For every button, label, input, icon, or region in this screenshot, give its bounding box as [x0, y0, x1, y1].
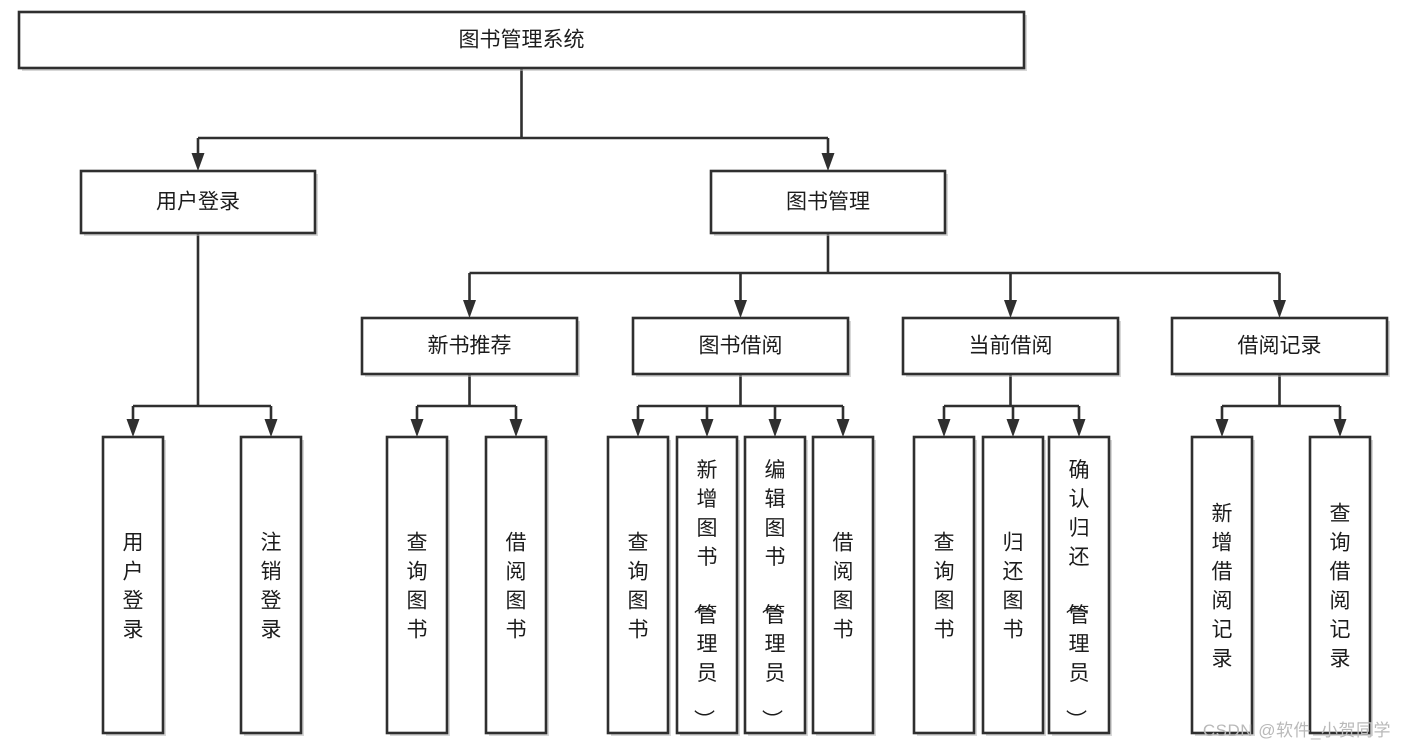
arrow-head-icon [768, 419, 782, 437]
node-leaf-return-book[interactable]: 归还图书 [981, 435, 1046, 736]
node-label: 查询图书 [934, 532, 955, 642]
node-user-login[interactable]: 用户登录 [79, 169, 318, 236]
node-label: 新书推荐 [428, 335, 512, 358]
node-box[interactable] [360, 316, 579, 376]
node-leaf-borrow-book-b[interactable]: 借阅图书 [811, 435, 876, 736]
node-leaf-borrow-book-rec[interactable]: 借阅图书 [484, 435, 549, 736]
node-box[interactable] [981, 435, 1045, 735]
node-leaf-query-book-c[interactable]: 查询图书 [912, 435, 977, 736]
node-book-borrow[interactable]: 图书借阅 [631, 316, 851, 377]
connector-group [1215, 374, 1347, 437]
arrow-head-icon [937, 419, 951, 437]
connector-group [631, 374, 850, 437]
node-new-book-rec[interactable]: 新书推荐 [360, 316, 580, 377]
arrow-head-icon [836, 419, 850, 437]
connector-group [126, 233, 278, 437]
node-leaf-add-book[interactable]: 新增图书（管理员） [675, 435, 740, 736]
connector-group [937, 374, 1086, 437]
arrow-head-icon [821, 153, 835, 171]
node-box[interactable] [631, 316, 850, 376]
node-box[interactable] [101, 435, 165, 735]
node-borrow-record[interactable]: 借阅记录 [1170, 316, 1390, 377]
node-label: 当前借阅 [969, 335, 1053, 358]
node-label: 新增借阅记录 [1212, 503, 1233, 671]
node-leaf-logout[interactable]: 注销登录 [239, 435, 304, 736]
node-label: 确认归还（管理员） [1064, 459, 1090, 730]
arrow-head-icon [509, 419, 523, 437]
node-label: 图书管理 [786, 191, 870, 214]
arrow-head-icon [700, 419, 714, 437]
node-box[interactable] [1308, 435, 1372, 735]
node-box[interactable] [901, 316, 1120, 376]
node-box[interactable] [17, 10, 1026, 70]
node-label: 注销登录 [261, 532, 282, 642]
node-box[interactable] [484, 435, 548, 735]
node-leaf-query-record[interactable]: 查询借阅记录 [1308, 435, 1373, 736]
arrow-head-icon [734, 300, 747, 318]
connector-group [463, 233, 1286, 318]
node-layer: 图书管理系统用户登录图书管理新书推荐图书借阅当前借阅借阅记录用户登录注销登录查询… [17, 10, 1390, 736]
node-label: 借阅图书 [833, 532, 854, 642]
node-label: 用户登录 [156, 191, 240, 214]
arrow-head-icon [1006, 419, 1020, 437]
arrow-head-icon [1273, 300, 1286, 318]
node-box[interactable] [675, 435, 739, 735]
node-box[interactable] [1190, 435, 1254, 735]
watermark-text: CSDN @软件_小贺同学 [1202, 721, 1391, 740]
node-label: 借阅图书 [506, 532, 527, 642]
node-leaf-confirm-return[interactable]: 确认归还（管理员） [1047, 435, 1112, 736]
node-box[interactable] [709, 169, 947, 235]
node-book-manage[interactable]: 图书管理 [709, 169, 948, 236]
node-label: 用户登录 [123, 532, 144, 642]
connector-group [191, 68, 835, 171]
node-box[interactable] [239, 435, 303, 735]
node-label: 查询借阅记录 [1330, 503, 1351, 671]
node-leaf-query-book-rec[interactable]: 查询图书 [385, 435, 450, 736]
arrow-head-icon [264, 419, 278, 437]
node-box[interactable] [912, 435, 976, 735]
node-label: 编辑图书（管理员） [760, 459, 786, 730]
node-box[interactable] [385, 435, 449, 735]
node-box[interactable] [79, 169, 317, 235]
node-label: 图书管理系统 [459, 29, 585, 52]
node-label: 借阅记录 [1238, 335, 1322, 358]
arrow-head-icon [463, 300, 476, 318]
arrow-head-icon [191, 153, 205, 171]
connector-layer [126, 68, 1347, 437]
connector-group [410, 374, 523, 437]
arrow-head-icon [631, 419, 645, 437]
node-leaf-query-book-b[interactable]: 查询图书 [606, 435, 671, 736]
node-current-borrow[interactable]: 当前借阅 [901, 316, 1121, 377]
node-leaf-user-login[interactable]: 用户登录 [101, 435, 166, 736]
node-box[interactable] [1047, 435, 1111, 735]
node-leaf-add-record[interactable]: 新增借阅记录 [1190, 435, 1255, 736]
arrow-head-icon [1004, 300, 1017, 318]
node-label: 归还图书 [1003, 532, 1024, 642]
node-box[interactable] [743, 435, 807, 735]
node-box[interactable] [606, 435, 670, 735]
arrow-head-icon [1215, 419, 1229, 437]
node-label: 新增图书（管理员） [692, 459, 718, 730]
arrow-head-icon [1072, 419, 1086, 437]
node-root[interactable]: 图书管理系统 [17, 10, 1027, 71]
node-label: 查询图书 [628, 532, 649, 642]
node-box[interactable] [1170, 316, 1389, 376]
node-box[interactable] [811, 435, 875, 735]
arrow-head-icon [1333, 419, 1347, 437]
node-label: 图书借阅 [699, 335, 783, 358]
node-label: 查询图书 [407, 532, 428, 642]
arrow-head-icon [126, 419, 140, 437]
node-leaf-edit-book[interactable]: 编辑图书（管理员） [743, 435, 808, 736]
arrow-head-icon [410, 419, 424, 437]
